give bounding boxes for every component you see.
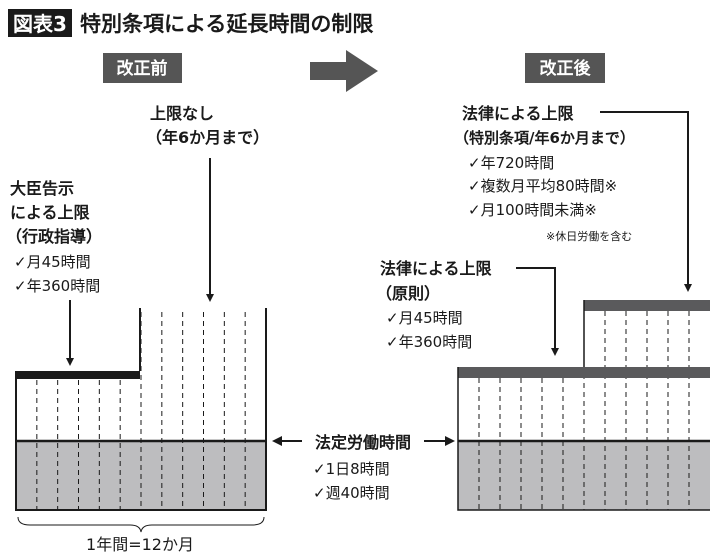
statutory-label: 法定労働時間	[315, 433, 411, 452]
special-item: ✓年720時間	[468, 154, 554, 172]
before-chart	[15, 308, 267, 511]
before-label: 改正前	[117, 58, 168, 79]
minister-line3: （行政指導）	[6, 227, 102, 246]
minister-item: ✓年360時間	[14, 277, 100, 295]
no-limit-line1: 上限なし	[150, 104, 214, 123]
special-limit-bar	[584, 300, 710, 311]
before-label-bg	[103, 53, 182, 83]
after-chart	[457, 300, 710, 511]
special-item: ✓月100時間未満※	[468, 201, 597, 219]
title-badge-bg	[8, 9, 72, 37]
no-limit-line2: （年6か月まで）	[146, 128, 269, 147]
principle-item: ✓月45時間	[386, 309, 463, 327]
principle-line1: 法律による上限	[380, 259, 493, 278]
statutory-label-bg	[302, 430, 424, 454]
page-title: 特別条項による延長時間の制限	[80, 12, 373, 36]
holiday-note: ※休日労働を含む	[546, 229, 632, 243]
special-line2: （特別条項/年6か月まで）	[454, 129, 635, 147]
statutory-item: ✓週40時間	[313, 484, 390, 502]
title-badge: 図表3	[13, 12, 67, 36]
principle-item: ✓年360時間	[386, 333, 472, 351]
special-item: ✓複数月平均80時間※	[468, 177, 617, 195]
year-brace	[17, 516, 265, 533]
minister-item: ✓月45時間	[14, 253, 91, 271]
special-line1: 法律による上限	[462, 104, 575, 123]
statutory-item: ✓1日8時間	[313, 460, 390, 478]
year-span-label: 1年間=12か月	[86, 535, 194, 553]
arrow-left-icon	[272, 436, 282, 446]
after-label-bg	[525, 53, 605, 83]
transition-arrow-icon	[310, 50, 378, 92]
principle-arrow	[516, 267, 559, 356]
minister-line2: による上限	[10, 203, 91, 222]
principle-line2: （原則）	[376, 284, 440, 303]
principle-limit-bar	[458, 367, 710, 378]
minister-line1: 大臣告示	[10, 179, 74, 198]
minister-limit-bar	[16, 371, 140, 379]
arrow-right-icon	[445, 436, 455, 446]
after-label: 改正後	[540, 58, 592, 79]
after-outline	[457, 300, 710, 511]
special-arrow	[600, 111, 692, 292]
